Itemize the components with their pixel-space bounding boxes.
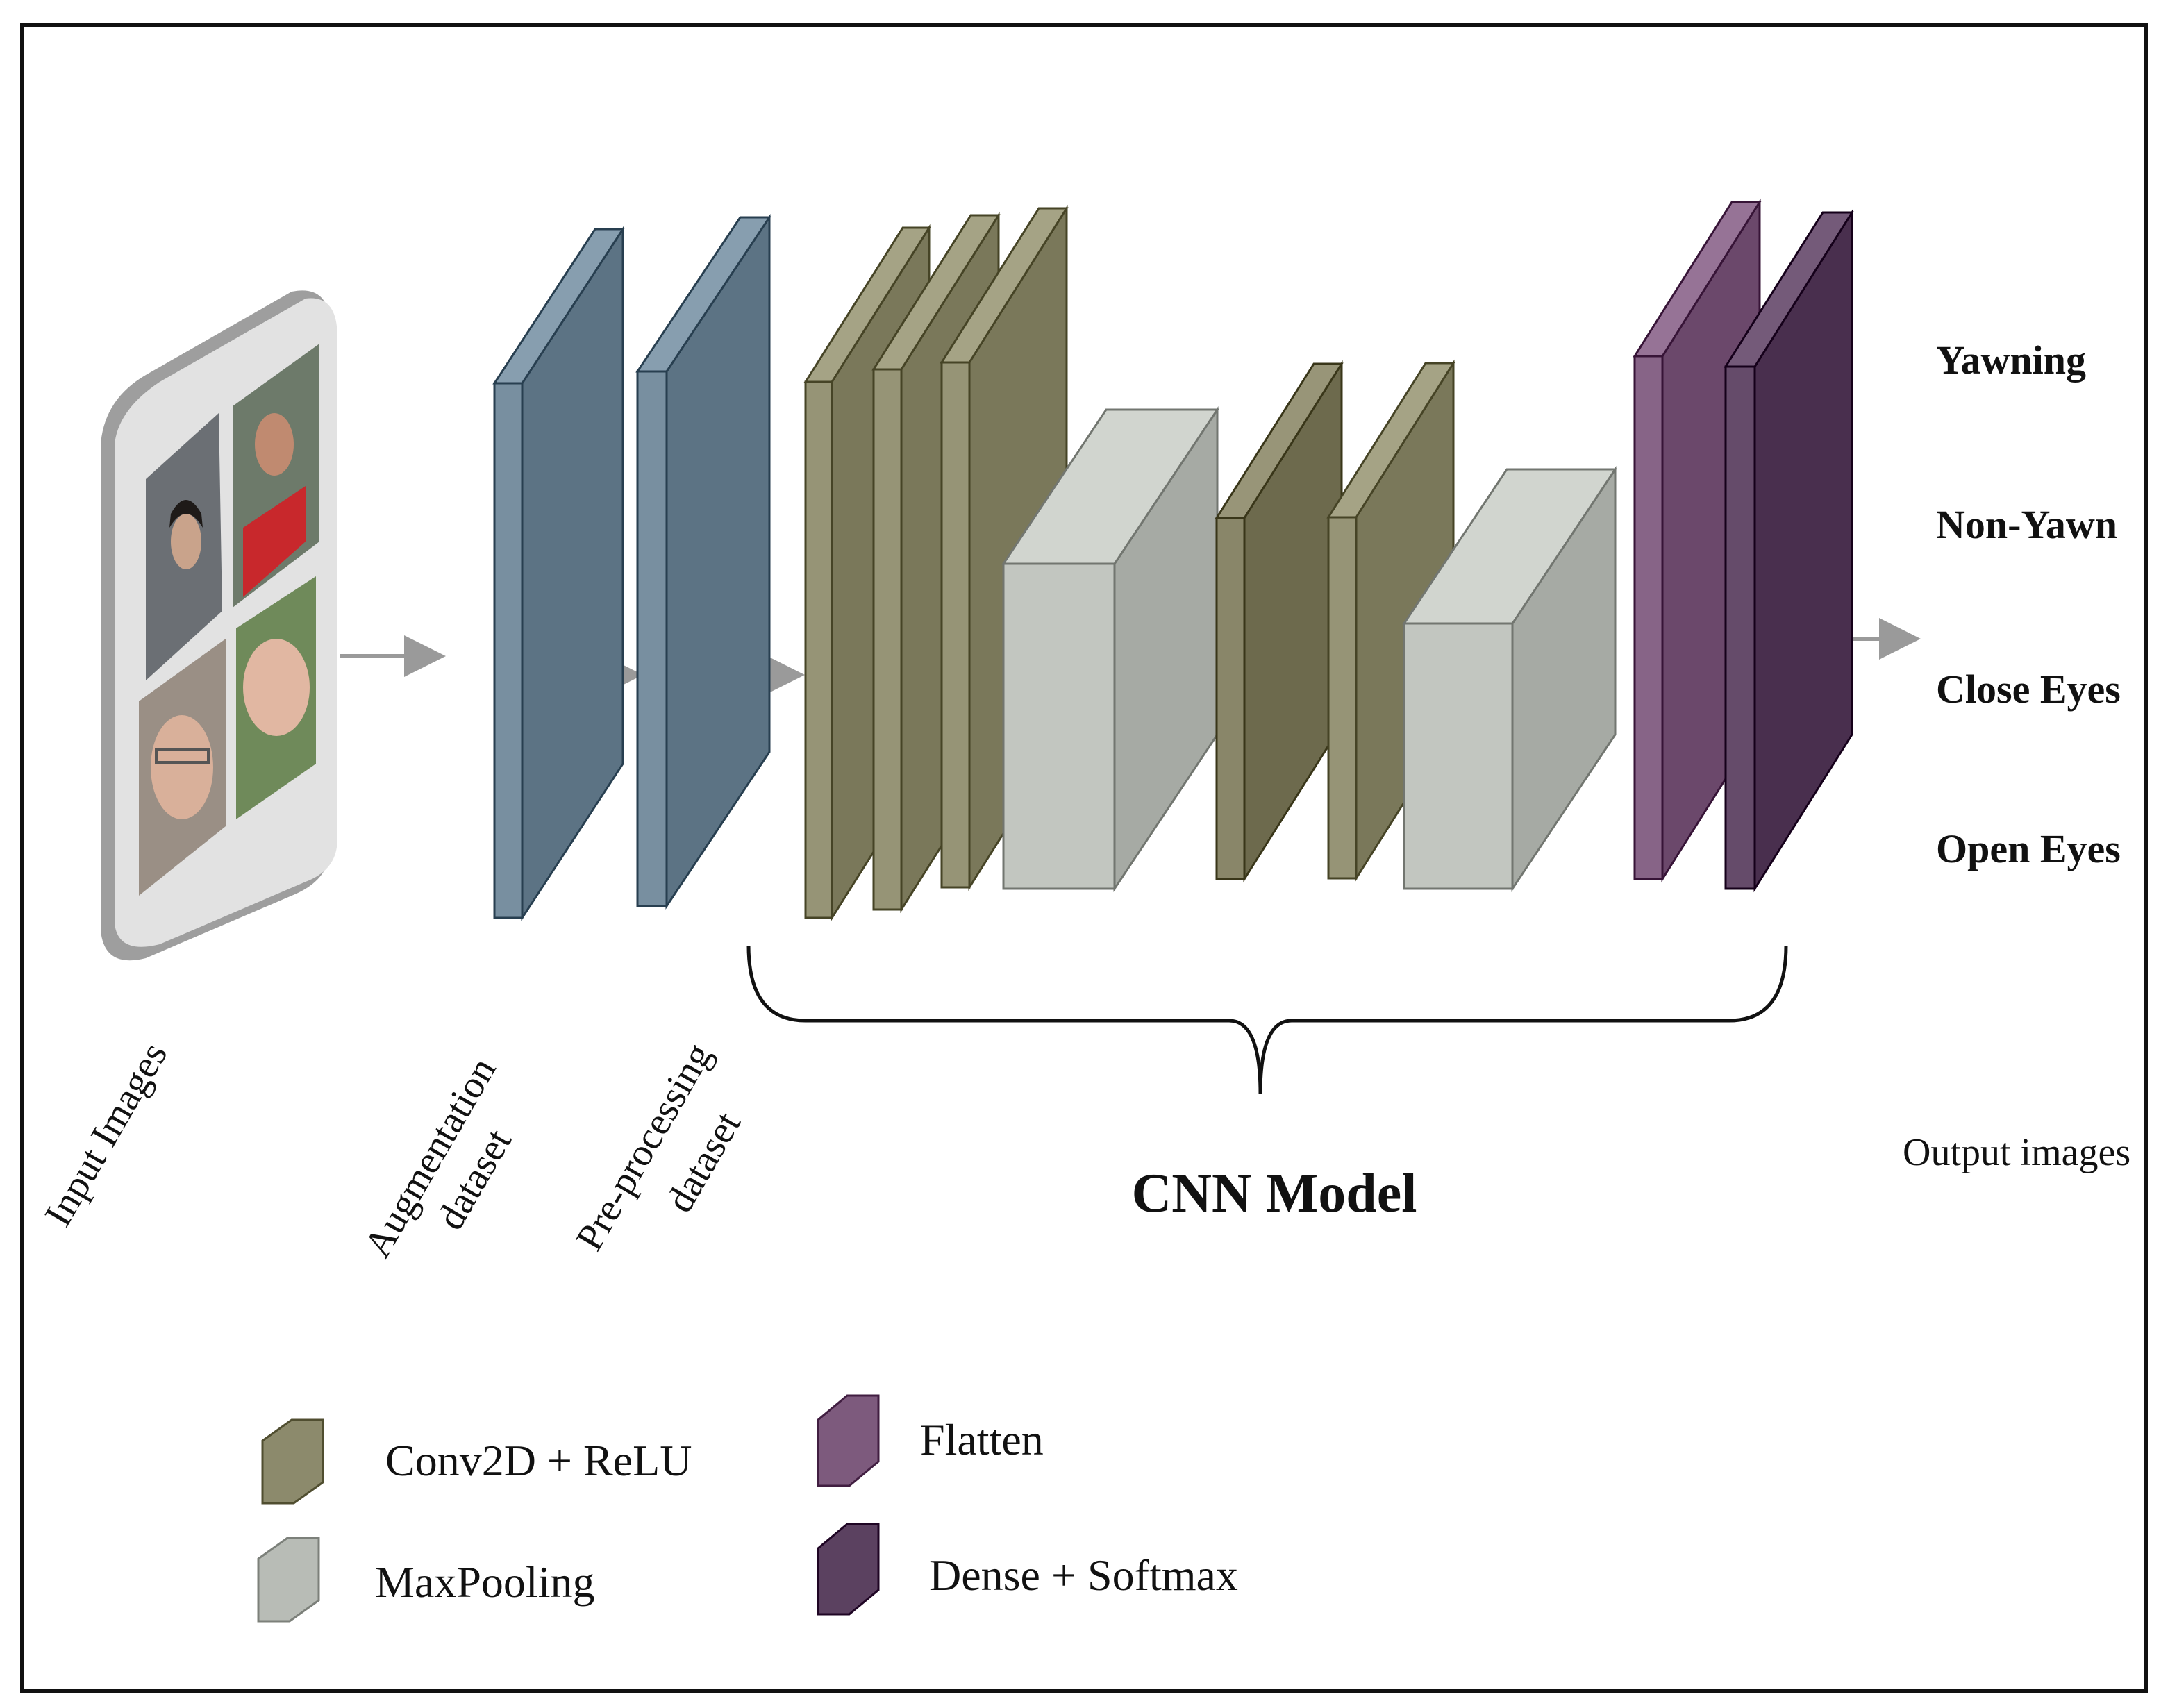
legend-swatch-maxpooling (257, 1537, 320, 1623)
input-images-panel (101, 290, 337, 961)
legend-swatch-conv2d-relu (261, 1418, 324, 1505)
maxpool-layer-1 (1001, 406, 1219, 892)
preprocessing-layer (635, 214, 771, 910)
legend: Conv2D + ReLU MaxPooling Flatten Dense +… (257, 1394, 1238, 1623)
output-label-open-eyes: Open Eyes (1936, 826, 2121, 871)
conv-layer-4 (1215, 360, 1344, 883)
maxpool-layer-2 (1402, 466, 1617, 892)
output-images-caption: Output images (1903, 1131, 2130, 1174)
output-label-close-eyes: Close Eyes (1936, 667, 2121, 712)
augmentation-layer (492, 225, 625, 922)
legend-label-conv2d-relu: Conv2D + ReLU (385, 1436, 692, 1485)
face-photo-3 (139, 639, 226, 896)
output-label-yawning: Yawning (1936, 337, 2086, 383)
face-photo-4 (236, 576, 316, 819)
legend-label-dense-softmax: Dense + Softmax (929, 1550, 1238, 1600)
legend-label-flatten: Flatten (920, 1415, 1044, 1464)
cnn-model-label: CNN Model (1131, 1163, 1417, 1224)
output-label-non-yawn: Non-Yawn (1936, 502, 2117, 547)
face-photo-2 (233, 344, 319, 608)
cnn-model-brace (746, 945, 1788, 1094)
legend-swatch-flatten (817, 1394, 880, 1487)
legend-label-maxpooling: MaxPooling (375, 1557, 594, 1607)
dense-softmax-layer (1724, 208, 1854, 893)
face-photo-1 (146, 413, 222, 680)
layer-stack (492, 198, 1854, 922)
legend-swatch-dense-softmax (817, 1523, 880, 1616)
